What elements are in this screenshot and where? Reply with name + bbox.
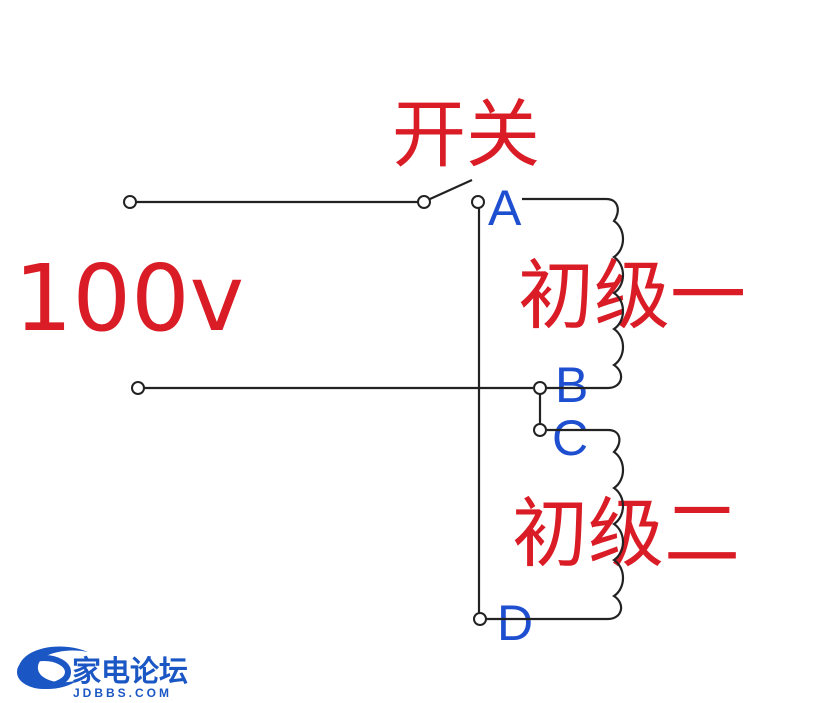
tap-d-label: D [497,595,533,651]
logo-domain: JDBBS.COM [73,686,172,700]
switch-contact-right [471,195,485,209]
supply-terminal-bottom [131,381,145,395]
switch-contact-left [417,195,431,209]
tap-a-label: A [488,180,522,236]
logo-name: 家电论坛 [72,654,188,688]
terminal-c [533,423,547,437]
supply-terminal-top [123,195,137,209]
switch-label: 开关 [392,92,540,178]
tap-b-label: B [555,357,588,413]
logo-ring-icon [17,655,71,689]
voltage-label: 100v [14,245,244,352]
terminal-b [533,381,547,395]
tap-c-label: C [552,410,588,466]
terminal-d [473,612,487,626]
primary-two-label: 初级二 [512,489,740,578]
jdbbs-logo: 家电论坛 JDBBS.COM [17,646,188,700]
primary-two-coil [607,428,625,621]
switch-blade [429,178,473,201]
primary-one-label: 初级一 [518,251,746,340]
primary-one-coil [605,197,625,390]
